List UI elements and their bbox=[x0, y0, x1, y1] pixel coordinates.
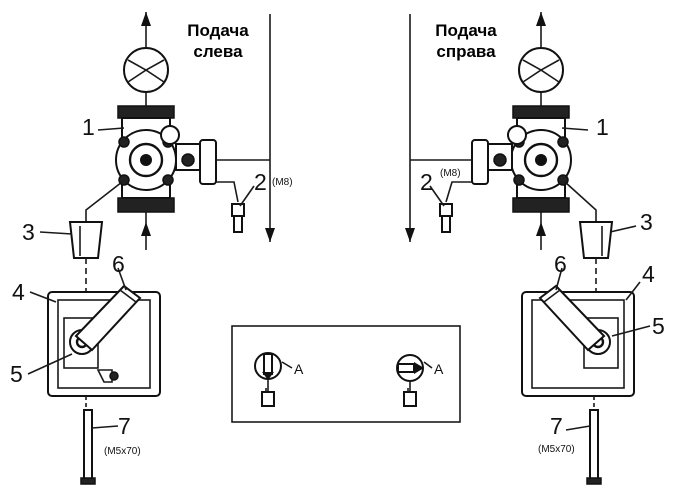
left-return-arrow-icon bbox=[265, 228, 275, 242]
right-sensor-m8-icon bbox=[439, 203, 453, 217]
right-callout-6: 6 bbox=[554, 251, 567, 277]
left-callout-3: 3 bbox=[22, 219, 35, 245]
left-flow-arrow-in-icon bbox=[141, 222, 151, 236]
left-callout-2: 2 bbox=[254, 169, 267, 195]
left-flow-arrow-up-icon bbox=[141, 12, 151, 26]
detail-horizontal-arrow-icon bbox=[396, 354, 424, 407]
right-callout-1: 1 bbox=[596, 114, 609, 140]
detail-label-a-right: A bbox=[434, 361, 444, 377]
right-callout-m8: (M8) bbox=[440, 168, 461, 179]
right-flow-arrow-in-icon bbox=[536, 222, 546, 236]
left-callout-5: 5 bbox=[10, 361, 23, 387]
left-callout-m5x70: (M5x70) bbox=[104, 446, 141, 457]
detail-a-box: A A bbox=[231, 325, 461, 423]
left-callout-4: 4 bbox=[12, 279, 25, 305]
right-valve-top-flange bbox=[512, 105, 570, 119]
left-callout-m8: (M8) bbox=[272, 177, 293, 188]
right-callout-3: 3 bbox=[640, 209, 653, 235]
right-bolt-m5x70 bbox=[589, 409, 599, 481]
left-bolt-m5x70 bbox=[83, 409, 93, 481]
left-lever-part-6 bbox=[74, 284, 142, 352]
right-assembly: 1 2 (M8) 3 4 5 6 7 (M5x70) bbox=[405, 12, 665, 485]
right-adapter-part-3 bbox=[578, 221, 614, 259]
left-callout-7: 7 bbox=[118, 413, 131, 439]
right-callout-4: 4 bbox=[642, 261, 655, 287]
title-left-feed: Подача слева bbox=[187, 21, 249, 61]
right-callout-m5x70: (M5x70) bbox=[538, 444, 575, 455]
right-callout-2: 2 bbox=[420, 169, 433, 195]
detail-vertical-arrow-icon bbox=[254, 352, 282, 407]
right-callout-5: 5 bbox=[652, 313, 665, 339]
detail-label-a-left: A bbox=[294, 361, 304, 377]
title-right-feed: Подача справа bbox=[435, 21, 497, 61]
left-adapter-part-3 bbox=[68, 221, 104, 259]
right-valve-bottom-flange bbox=[512, 197, 570, 213]
right-flow-arrow-up-icon bbox=[536, 12, 546, 26]
right-valve-port-cap bbox=[471, 139, 489, 185]
left-valve-top-flange bbox=[117, 105, 175, 119]
right-lever-part-6 bbox=[538, 284, 606, 352]
left-callout-6: 6 bbox=[112, 251, 125, 277]
left-sensor-m8-icon bbox=[231, 203, 245, 217]
right-callout-7: 7 bbox=[550, 413, 563, 439]
left-valve-bottom-flange bbox=[117, 197, 175, 213]
detail-frame bbox=[231, 325, 461, 423]
left-assembly: 1 2 (M8) 3 4 5 6 7 (M5x70) bbox=[10, 12, 293, 485]
right-return-arrow-icon bbox=[405, 228, 415, 242]
left-valve-port-cap bbox=[199, 139, 217, 185]
left-callout-1: 1 bbox=[82, 114, 95, 140]
